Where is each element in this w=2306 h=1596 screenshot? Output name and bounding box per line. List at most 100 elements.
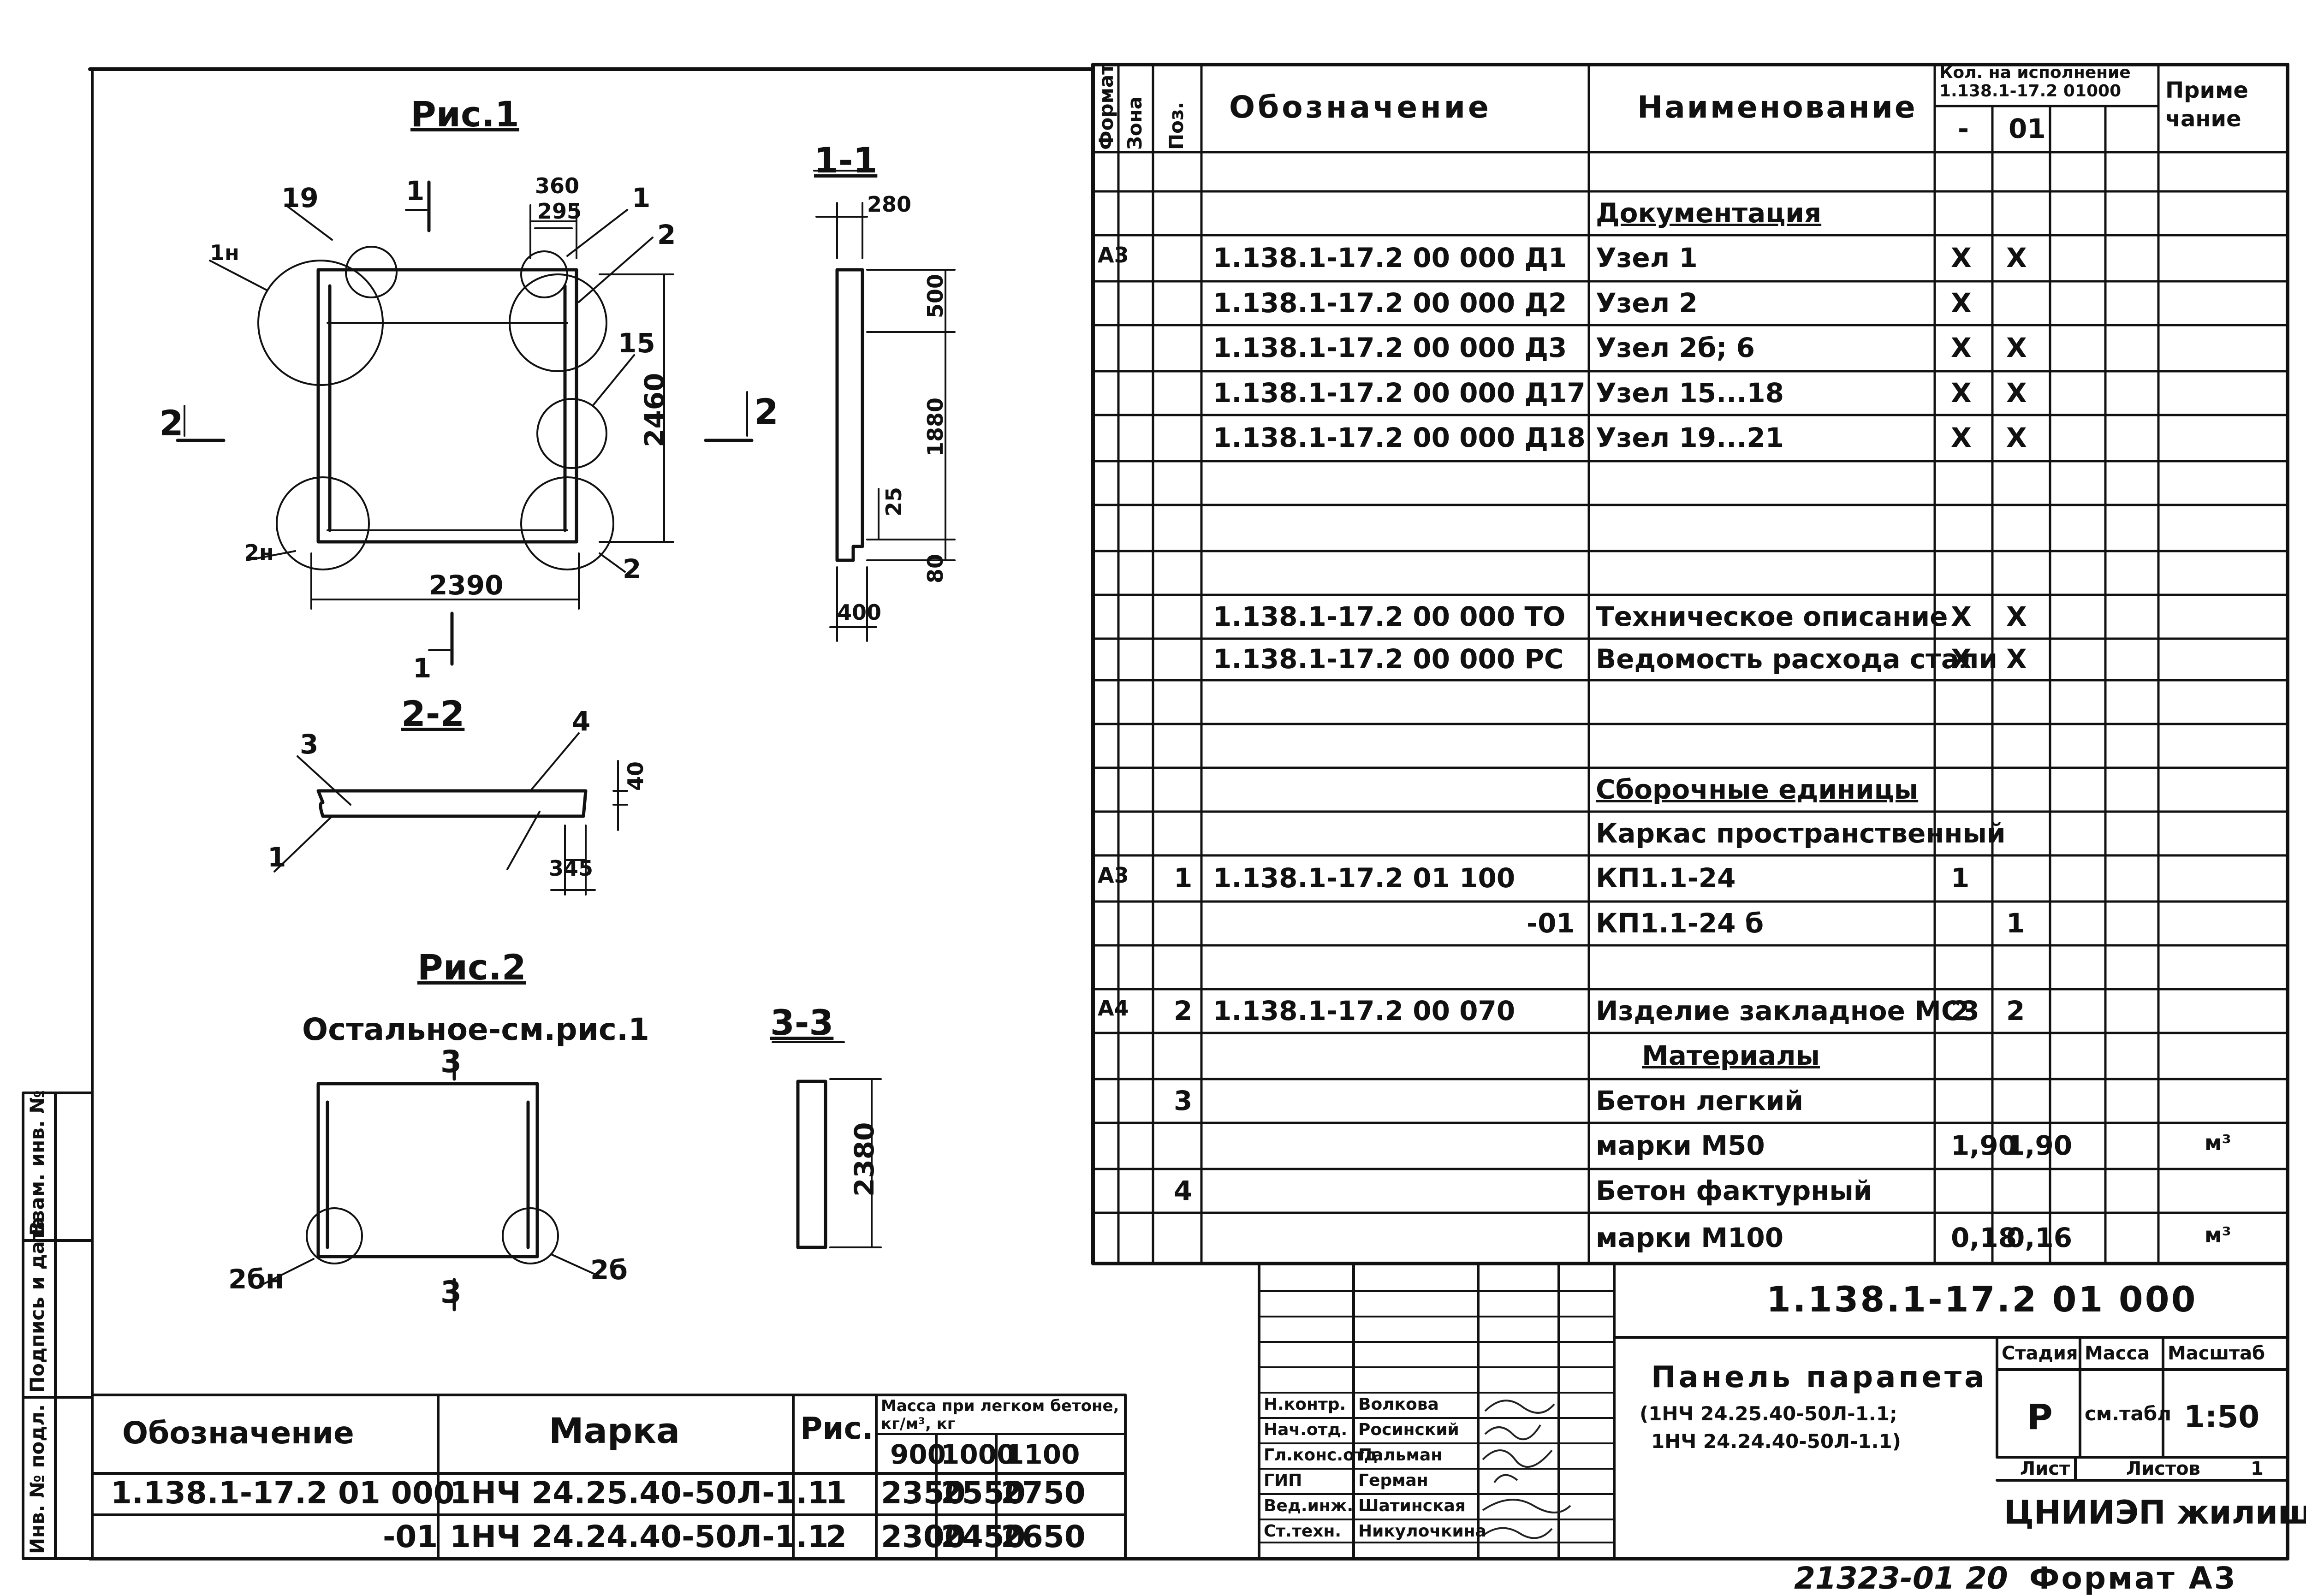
marks-row-2-1000: 2450 bbox=[941, 1519, 1026, 1554]
spec-row-11-q1: Х bbox=[1951, 643, 1972, 675]
cut-3-top: 3 bbox=[440, 1044, 462, 1080]
signatory-6-name: Никулочкина bbox=[1358, 1522, 1486, 1541]
marks-row-1-900: 2350 bbox=[881, 1475, 966, 1511]
spec-row-2-designation: 1.138.1-17.2 00 000 Д1 bbox=[1213, 242, 1567, 273]
spec-row-19-format: А4 bbox=[1098, 996, 1129, 1020]
title-organization: ЦНИИЭП жилища bbox=[2004, 1494, 2306, 1531]
cut-1-top: 1 bbox=[406, 175, 425, 207]
title-stage-label: Стадия bbox=[2002, 1343, 2078, 1364]
spec-header-name: Наименование bbox=[1637, 89, 1917, 125]
spec-row-23-name: Бетон фактурный bbox=[1596, 1175, 1872, 1206]
dim-345: 345 bbox=[549, 856, 594, 881]
callout-15: 15 bbox=[618, 327, 655, 359]
spec-row-16-name: КП1.1-24 bbox=[1596, 862, 1736, 894]
spec-row-24-q1: 0,18 bbox=[1951, 1222, 2017, 1253]
spec-row-10-q1: Х bbox=[1951, 601, 1972, 632]
signatory-2-name: Росинский bbox=[1358, 1420, 1459, 1439]
spec-row-3-name: Узел 2 bbox=[1596, 287, 1698, 319]
title-line-1: Панель парапета bbox=[1651, 1360, 1987, 1394]
marks-header-1000: 1000 bbox=[941, 1439, 1016, 1470]
callout-2n: 2н bbox=[244, 540, 274, 565]
spec-row-6-designation: 1.138.1-17.2 00 000 Д18 bbox=[1213, 422, 1586, 453]
signatory-6-role: Ст.техн. bbox=[1264, 1522, 1342, 1541]
spec-header-pos: Поз. bbox=[1165, 101, 1188, 150]
dim-40: 40 bbox=[623, 761, 648, 791]
spec-row-2-q2: Х bbox=[2006, 242, 2027, 273]
spec-row-14-name: Сборочные единицы bbox=[1596, 774, 1919, 805]
side-stamp-sign: Подпись и дата bbox=[26, 1216, 48, 1393]
signatory-3-name: Пальман bbox=[1358, 1446, 1443, 1465]
callout-2-bottom: 2 bbox=[623, 553, 642, 585]
dim-2460: 2460 bbox=[639, 373, 670, 447]
spec-header-designation: Обозначение bbox=[1229, 89, 1492, 125]
marks-header-900: 900 bbox=[890, 1439, 946, 1470]
callout-1: 1 bbox=[632, 182, 651, 214]
marks-row-1-mark: 1НЧ 24.25.40-50Л-1.1 bbox=[450, 1475, 829, 1511]
title-scale: 1:50 bbox=[2184, 1399, 2260, 1435]
spec-row-10-q2: Х bbox=[2006, 601, 2027, 632]
spec-row-2-format: А3 bbox=[1098, 243, 1129, 267]
spec-row-1-name: Документация bbox=[1596, 197, 1822, 229]
spec-header-note: Приме чание bbox=[2165, 77, 2248, 132]
title-scale-label: Масштаб bbox=[2168, 1343, 2265, 1364]
marks-row-2-900: 2300 bbox=[881, 1519, 966, 1554]
spec-row-24-name: марки М100 bbox=[1596, 1222, 1784, 1253]
spec-row-22-q1: 1,90 bbox=[1951, 1130, 2017, 1161]
spec-row-16-pos: 1 bbox=[1174, 862, 1193, 894]
spec-row-5-q1: Х bbox=[1951, 377, 1972, 409]
spec-row-19-designation: 1.138.1-17.2 00 070 bbox=[1213, 995, 1516, 1026]
spec-header-qty-doc: 1.138.1-17.2 01000 bbox=[1939, 82, 2122, 101]
spec-row-17-name: КП1.1-24 б bbox=[1596, 908, 1764, 939]
marks-header-mass: Масса при легком бетоне, кг/м³, кг bbox=[881, 1397, 1119, 1434]
spec-row-22-note: м³ bbox=[2205, 1130, 2231, 1155]
signatory-1-role: Н.контр. bbox=[1264, 1395, 1346, 1414]
spec-row-5-designation: 1.138.1-17.2 00 000 Д17 bbox=[1213, 377, 1586, 409]
spec-row-17-designation: -01 bbox=[1527, 908, 1575, 939]
marks-row-2-fig: 2 bbox=[826, 1519, 847, 1554]
dim-1880: 1880 bbox=[923, 397, 948, 457]
dim-25: 25 bbox=[881, 487, 906, 516]
spec-row-19-q2: 2 bbox=[2006, 995, 2025, 1026]
marks-header-designation: Обозначение bbox=[122, 1415, 354, 1451]
marks-row-1-1000: 2550 bbox=[941, 1475, 1026, 1511]
callout-19: 19 bbox=[281, 182, 319, 214]
spec-row-23-pos: 4 bbox=[1174, 1175, 1193, 1206]
spec-row-4-designation: 1.138.1-17.2 00 000 Д3 bbox=[1213, 332, 1567, 363]
spec-header-qty-dash: - bbox=[1958, 113, 1969, 144]
spec-row-24-note: м³ bbox=[2205, 1222, 2231, 1247]
spec-row-16-designation: 1.138.1-17.2 01 100 bbox=[1213, 862, 1516, 894]
section-2-2-title: 2-2 bbox=[401, 693, 465, 734]
callout-1n: 1н bbox=[210, 240, 239, 265]
title-line-2: (1НЧ 24.25.40-50Л-1.1; bbox=[1640, 1402, 1897, 1425]
spec-row-6-name: Узел 19...21 bbox=[1596, 422, 1784, 453]
spec-row-3-q1: Х bbox=[1951, 287, 1972, 319]
spec-header-qty-01: 01 bbox=[2009, 113, 2046, 144]
dim-280: 280 bbox=[867, 192, 912, 217]
signatory-1-name: Волкова bbox=[1358, 1395, 1439, 1414]
spec-row-19-pos: 2 bbox=[1174, 995, 1193, 1026]
marks-header-fig: Рис. bbox=[800, 1411, 874, 1446]
cut-2-left: 2 bbox=[159, 403, 184, 444]
side-stamp-inv: Инв. № подл. bbox=[26, 1404, 48, 1554]
spec-row-21-name: Бетон легкий bbox=[1596, 1085, 1804, 1116]
cut-3-bottom: 3 bbox=[440, 1275, 462, 1310]
marks-row-2-1100: 2650 bbox=[1001, 1519, 1086, 1554]
title-line-3: 1НЧ 24.24.40-50Л-1.1) bbox=[1651, 1430, 1901, 1453]
signatory-5-role: Вед.инж. bbox=[1264, 1496, 1354, 1515]
title-doc-number: 1.138.1-17.2 01 000 bbox=[1766, 1279, 2198, 1320]
marks-row-1-fig: 1 bbox=[826, 1475, 847, 1511]
spec-header-zone: Зона bbox=[1123, 96, 1146, 150]
section-3-3-title: 3-3 bbox=[770, 1002, 834, 1043]
spec-row-11-name: Ведомость расхода стали bbox=[1596, 643, 1998, 675]
dim-295: 295 bbox=[537, 199, 582, 224]
signatory-5-name: Шатинская bbox=[1358, 1496, 1466, 1515]
signatory-4-name: Герман bbox=[1358, 1471, 1428, 1490]
spec-row-16-format: А3 bbox=[1098, 863, 1129, 888]
spec-row-2-name: Узел 1 bbox=[1596, 242, 1698, 273]
cut-1-bottom: 1 bbox=[413, 653, 432, 684]
fig1-title: Рис.1 bbox=[410, 94, 519, 135]
section-1-1-title: 1-1 bbox=[814, 140, 878, 181]
dim-400: 400 bbox=[837, 600, 882, 625]
callout-2: 2 bbox=[657, 219, 676, 250]
spec-row-10-designation: 1.138.1-17.2 00 000 ТО bbox=[1213, 601, 1566, 632]
